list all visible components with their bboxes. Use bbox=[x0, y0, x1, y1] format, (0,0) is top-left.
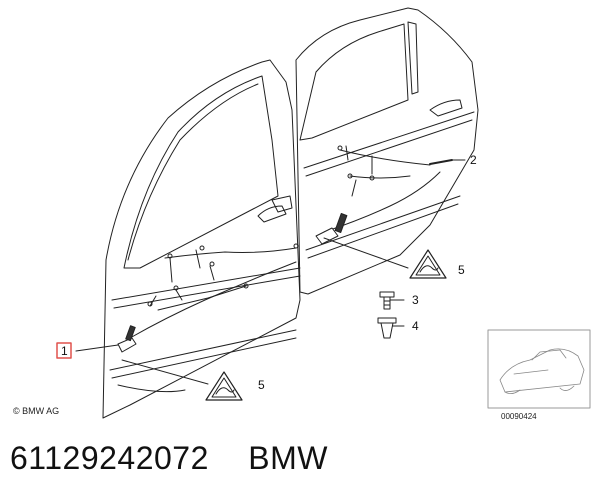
brand-name: BMW bbox=[248, 440, 328, 476]
callout-3: 3 bbox=[412, 293, 419, 307]
door-wiring-diagram: 1 2 3 4 5 5 © BMW AG 00090424 bbox=[13, 7, 591, 421]
clip-nut-part bbox=[377, 317, 397, 339]
warning-triangle-rear bbox=[409, 249, 447, 279]
callout-2: 2 bbox=[470, 153, 477, 167]
screw-part bbox=[379, 291, 395, 310]
part-caption: 61129242072 BMW bbox=[10, 440, 590, 490]
thumbnail-id: 00090424 bbox=[501, 412, 537, 421]
callout-1-box bbox=[56, 342, 72, 359]
warning-triangle-front bbox=[205, 371, 243, 401]
front-door bbox=[102, 59, 301, 419]
leader-line-5-rear bbox=[323, 237, 409, 269]
rear-door bbox=[295, 7, 479, 295]
callout-1: 1 bbox=[61, 344, 68, 358]
callout-5-front: 5 bbox=[258, 378, 265, 392]
callout-5-rear: 5 bbox=[458, 263, 465, 277]
car-thumbnail bbox=[487, 329, 591, 409]
leader-line-5-front bbox=[121, 359, 209, 385]
callout-4: 4 bbox=[412, 319, 419, 333]
part-number: 61129242072 bbox=[10, 440, 209, 476]
leader-line-1 bbox=[75, 344, 119, 352]
copyright-text: © BMW AG bbox=[13, 406, 59, 416]
